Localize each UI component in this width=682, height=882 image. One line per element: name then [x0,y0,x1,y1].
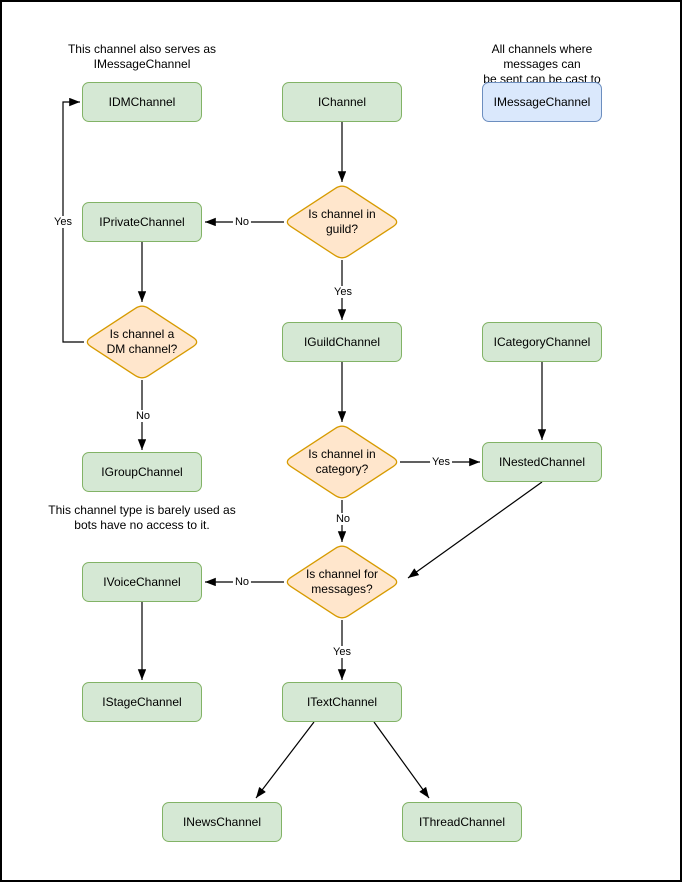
node-icategorychannel: ICategoryChannel [482,322,602,362]
diamond-shape [286,545,398,619]
node-ivoicechannel: IVoiceChannel [82,562,202,602]
node-label: ITextChannel [306,695,378,709]
edge-itext-to-ithread [373,721,430,799]
edge-inested-to-messages-decision [407,481,543,579]
note-idmchannel: This channel also serves as IMessageChan… [67,42,217,71]
edge-label-category-no: No [333,513,353,525]
node-igroupchannel: IGroupChannel [82,452,202,492]
node-inestedchannel: INestedChannel [482,442,602,482]
edge-label-messages-no: No [232,576,252,588]
node-label: IThreadChannel [418,815,506,829]
decision-label: Is channel a DM channel? [106,327,178,356]
node-imessagechannel: IMessageChannel [482,82,602,122]
edge-label-dm-no: No [133,410,153,422]
note-igroupchannel: This channel type is barely used as bots… [48,503,236,532]
decision-is-channel-for-messages: Is channel for messages? [284,544,400,620]
node-idmchannel: IDMChannel [82,82,202,122]
edge-label-dm-yes: Yes [52,216,74,228]
diamond-shape [286,185,398,259]
node-label: IGroupChannel [101,465,183,479]
decision-label: Is channel for messages? [305,567,379,596]
decision-is-channel-a-dm: Is channel a DM channel? [84,304,200,380]
edge-label-guild-yes: Yes [332,286,354,298]
decision-is-channel-in-category: Is channel in category? [284,424,400,500]
edge-label-guild-no: No [232,216,252,228]
diamond-shape [86,305,198,379]
decision-is-channel-in-guild: Is channel in guild? [284,184,400,260]
node-inewschannel: INewsChannel [162,802,282,842]
node-label: IMessageChannel [493,95,591,109]
decision-label: Is channel in guild? [308,207,376,236]
node-ithreadchannel: IThreadChannel [402,802,522,842]
node-label: IChannel [317,95,367,109]
node-iprivatechannel: IPrivateChannel [82,202,202,242]
node-label: INewsChannel [182,815,262,829]
node-label: IVoiceChannel [103,575,181,589]
node-itextchannel: ITextChannel [282,682,402,722]
decision-label: Is channel in category? [308,447,376,476]
edge-label-category-yes: Yes [430,456,452,468]
node-istagechannel: IStageChannel [82,682,202,722]
node-ichannel: IChannel [282,82,402,122]
node-label: ICategoryChannel [493,335,591,349]
node-label: INestedChannel [498,455,586,469]
diamond-shape [286,425,398,499]
edge-itext-to-inews [255,721,315,799]
node-label: IDMChannel [108,95,176,109]
node-iguildchannel: IGuildChannel [282,322,402,362]
node-label: IPrivateChannel [99,215,185,229]
node-label: IStageChannel [102,695,182,709]
edge-label-messages-yes: Yes [331,646,353,658]
node-label: IGuildChannel [303,335,381,349]
